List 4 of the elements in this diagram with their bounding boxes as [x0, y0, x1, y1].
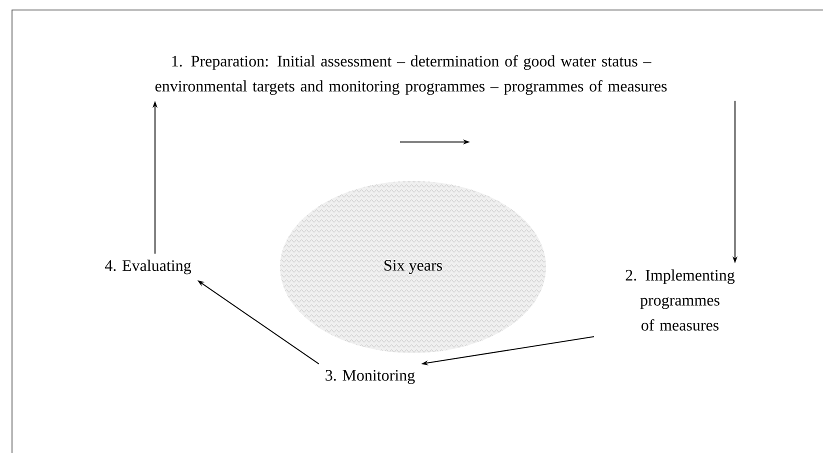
step-label: 3. Monitoring — [326, 370, 415, 384]
step-label: 4. Evaluating — [105, 260, 192, 274]
step-label: 1. Preparation: Initial assessment – determination of good water status – environmental targets and monitoring programmes – programmes of measures — [155, 55, 667, 95]
step-label: 2. Implementing programmes of measures — [626, 269, 735, 331]
